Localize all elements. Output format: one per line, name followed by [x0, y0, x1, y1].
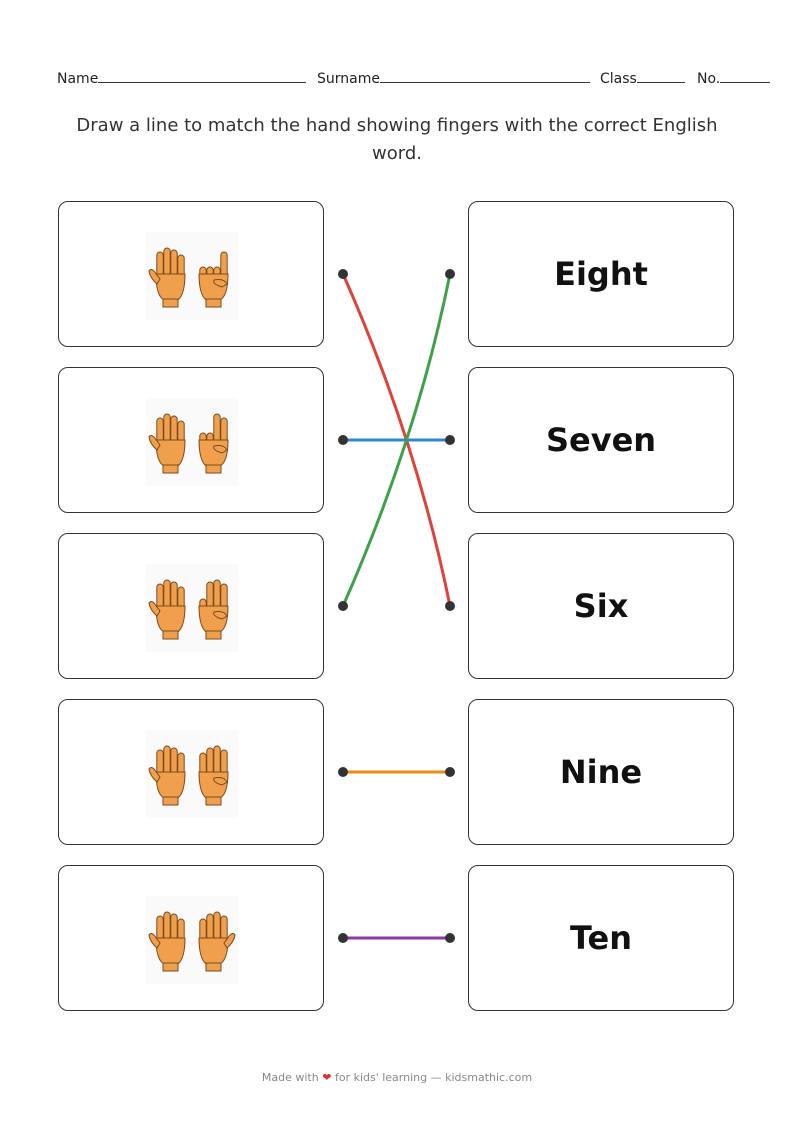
- hand-icon: [148, 579, 186, 640]
- hands-picture: [146, 896, 238, 984]
- hands-picture: [146, 564, 238, 652]
- word-card: Six: [468, 533, 734, 679]
- footer-prefix: Made with: [261, 1071, 319, 1084]
- word-card: Ten: [468, 865, 734, 1011]
- footer: Made with ❤ for kids' learning — kidsmat…: [0, 1071, 794, 1084]
- hand-icon: [148, 745, 186, 806]
- right-connector-dot[interactable]: [445, 933, 455, 943]
- left-connector-dot[interactable]: [338, 601, 348, 611]
- surname-label: Surname: [317, 71, 380, 87]
- footer-suffix: for kids' learning — kidsmathic.com: [334, 1071, 533, 1084]
- instruction-text: Draw a line to match the hand showing fi…: [76, 115, 718, 164]
- left-connector-dot[interactable]: [338, 933, 348, 943]
- word-label: Six: [573, 587, 629, 625]
- right-connector-dot[interactable]: [445, 601, 455, 611]
- hand-card: [58, 699, 324, 845]
- hand-icon: [198, 413, 229, 474]
- no-field[interactable]: No.: [697, 70, 771, 87]
- hand-icon: [198, 579, 229, 640]
- name-label: Name: [57, 71, 99, 87]
- hand-icon: [148, 413, 186, 474]
- hands-picture: [146, 398, 238, 486]
- no-blank[interactable]: [720, 70, 771, 83]
- class-blank[interactable]: [636, 70, 685, 83]
- match-line: [341, 273, 452, 607]
- hand-icon: [148, 911, 186, 972]
- word-card: Nine: [468, 699, 734, 845]
- word-label: Nine: [559, 753, 643, 791]
- class-field[interactable]: Class: [600, 70, 685, 87]
- hand-card: [58, 367, 324, 513]
- heart-icon: ❤: [322, 1071, 332, 1084]
- hand-card: [58, 533, 324, 679]
- right-connector-dot[interactable]: [445, 767, 455, 777]
- word-card: Eight: [468, 201, 734, 347]
- surname-field[interactable]: Surname: [317, 70, 590, 87]
- word-label: Ten: [569, 919, 633, 957]
- word-label: Eight: [554, 255, 648, 293]
- name-blank[interactable]: [98, 70, 307, 83]
- hand-icon: [198, 911, 236, 972]
- word-label: Seven: [545, 421, 657, 459]
- no-label: No.: [697, 71, 721, 87]
- name-field[interactable]: Name: [57, 70, 307, 87]
- hands-picture: [146, 232, 238, 320]
- hands-picture: [146, 730, 238, 818]
- word-card: Seven: [468, 367, 734, 513]
- hand-card: [58, 201, 324, 347]
- left-connector-dot[interactable]: [338, 767, 348, 777]
- right-connector-dot[interactable]: [445, 269, 455, 279]
- hand-icon: [198, 251, 229, 308]
- hand-icon: [148, 247, 186, 308]
- hand-card: [58, 865, 324, 1011]
- class-label: Class: [600, 71, 637, 87]
- left-connector-dot[interactable]: [338, 269, 348, 279]
- hand-icon: [198, 745, 229, 806]
- surname-blank[interactable]: [379, 70, 590, 83]
- right-connector-dot[interactable]: [445, 435, 455, 445]
- left-connector-dot[interactable]: [338, 435, 348, 445]
